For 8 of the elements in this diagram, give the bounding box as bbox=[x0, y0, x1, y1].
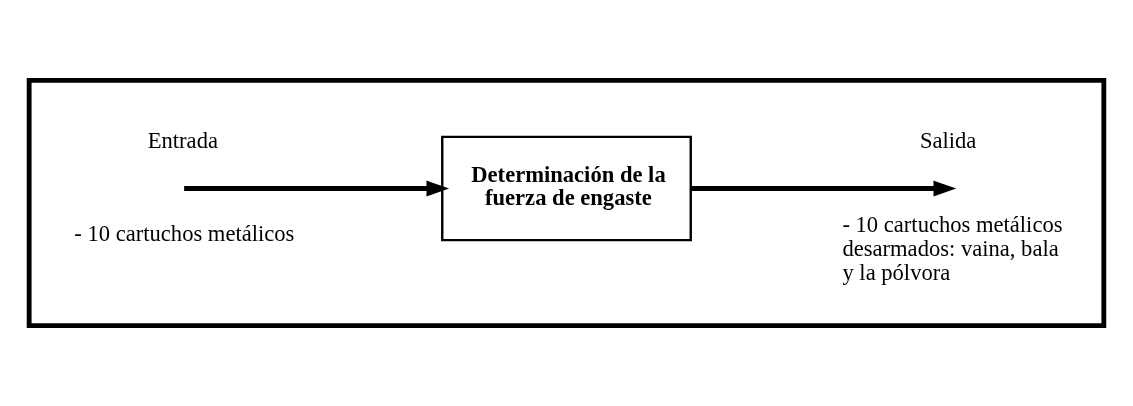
arrow bbox=[691, 180, 957, 197]
cluster bbox=[26, 77, 1107, 329]
label: Entrada bbox=[147, 127, 218, 153]
label: - 10 cartuchos metálicos bbox=[74, 221, 295, 247]
arrow bbox=[184, 180, 450, 197]
label: - 10 cartuchos metálicos desarmados: vaina, bala y la pólvora bbox=[842, 211, 1063, 285]
node-box: Determinación de la fuerza de engaste bbox=[441, 135, 692, 242]
label: Salida bbox=[919, 127, 977, 153]
